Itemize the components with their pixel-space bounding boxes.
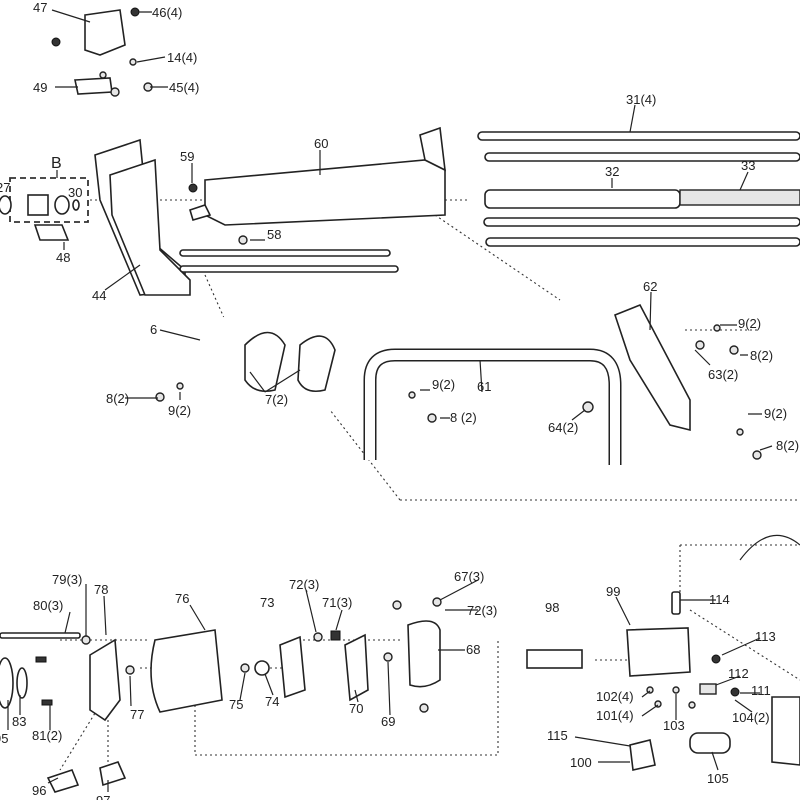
label-78: 78	[94, 582, 108, 597]
label-33: 33	[741, 158, 755, 173]
label-76: 76	[175, 591, 189, 606]
label-27: 27	[0, 180, 10, 195]
label-114: 114	[709, 592, 730, 607]
label-14: 14(4)	[167, 50, 197, 65]
label-100: 100	[570, 755, 592, 770]
screw-33	[679, 189, 800, 206]
label-101: 101(4)	[596, 708, 634, 723]
label-32: 32	[605, 164, 619, 179]
label-96: 96	[32, 783, 46, 798]
label-49: 49	[33, 80, 47, 95]
label-9-a: 9(2)	[738, 316, 761, 331]
tube-32	[484, 189, 681, 209]
switch-100	[629, 739, 656, 771]
label-103: 103	[663, 718, 685, 733]
motor-76	[150, 629, 223, 713]
label-104: 104(2)	[732, 710, 770, 725]
label-8-c: 8 (2)	[450, 410, 477, 425]
end-cap-78	[89, 638, 121, 722]
handle-6	[207, 313, 465, 420]
label-113: 113	[755, 629, 776, 644]
label-44: 44	[92, 288, 106, 303]
cover-68	[407, 620, 441, 688]
gears-7	[244, 331, 336, 393]
label-98: 98	[545, 600, 559, 615]
main-beam-60	[188, 126, 446, 245]
plate-73	[279, 635, 306, 699]
label-111: 111	[751, 683, 771, 698]
box-99	[626, 627, 691, 677]
label-72-a: 72(3)	[289, 577, 319, 592]
label-30: 30	[68, 185, 82, 200]
label-8-b: 8(2)	[106, 391, 129, 406]
label-45: 45(4)	[169, 80, 199, 95]
label-7: 7(2)	[265, 392, 288, 407]
label-8-a: 8(2)	[750, 348, 773, 363]
bracket-47	[51, 7, 153, 97]
label-79: 79(3)	[52, 572, 82, 587]
label-48: 48	[56, 250, 70, 265]
label-95: 95	[0, 731, 8, 746]
label-9-c: 9(2)	[168, 403, 191, 418]
label-73: 73	[260, 595, 274, 610]
label-81: 81(2)	[32, 728, 62, 743]
fan-70	[344, 633, 369, 702]
label-105: 105	[707, 771, 729, 786]
bolt-80	[0, 632, 81, 639]
label-75: 75	[229, 697, 243, 712]
label-70: 70	[349, 701, 363, 716]
label-60: 60	[314, 136, 328, 151]
label-68: 68	[466, 642, 480, 657]
label-97: 97	[96, 793, 110, 800]
capacitor-105	[689, 732, 731, 754]
leader-lines	[7, 9, 773, 792]
label-b: B	[51, 155, 62, 172]
label-83: 83	[12, 714, 26, 729]
label-62: 62	[643, 279, 657, 294]
label-61: 61	[477, 379, 491, 394]
label-112: 112	[728, 666, 749, 681]
plate-98	[526, 649, 583, 669]
control-box-group	[526, 534, 800, 771]
label-71: 71(3)	[322, 595, 352, 610]
label-67: 67(3)	[454, 569, 484, 584]
label-102: 102(4)	[596, 689, 634, 704]
label-80: 80(3)	[33, 598, 63, 613]
label-9-b: 9(2)	[432, 377, 455, 392]
motor-group	[0, 597, 442, 793]
label-6: 6	[150, 322, 157, 337]
label-47: 47	[33, 0, 47, 15]
label-99: 99	[606, 584, 620, 599]
label-72-b: 72(3)	[467, 603, 497, 618]
rods-31	[179, 131, 800, 273]
label-58: 58	[267, 227, 281, 242]
label-64: 64(2)	[548, 420, 578, 435]
label-46: 46(4)	[152, 5, 182, 20]
label-31: 31(4)	[626, 92, 656, 107]
label-9-d: 9(2)	[764, 406, 787, 421]
bracket-62	[155, 303, 762, 460]
bushing-detail-b	[0, 194, 80, 241]
label-8-d: 8(2)	[776, 438, 799, 453]
label-115: 115	[547, 728, 568, 743]
label-77: 77	[130, 707, 144, 722]
label-69: 69	[381, 714, 395, 729]
label-63: 63(2)	[708, 367, 738, 382]
label-74: 74	[265, 694, 279, 709]
frame-plate-44	[94, 138, 191, 296]
handle-61	[363, 348, 622, 465]
label-59: 59	[180, 149, 194, 164]
